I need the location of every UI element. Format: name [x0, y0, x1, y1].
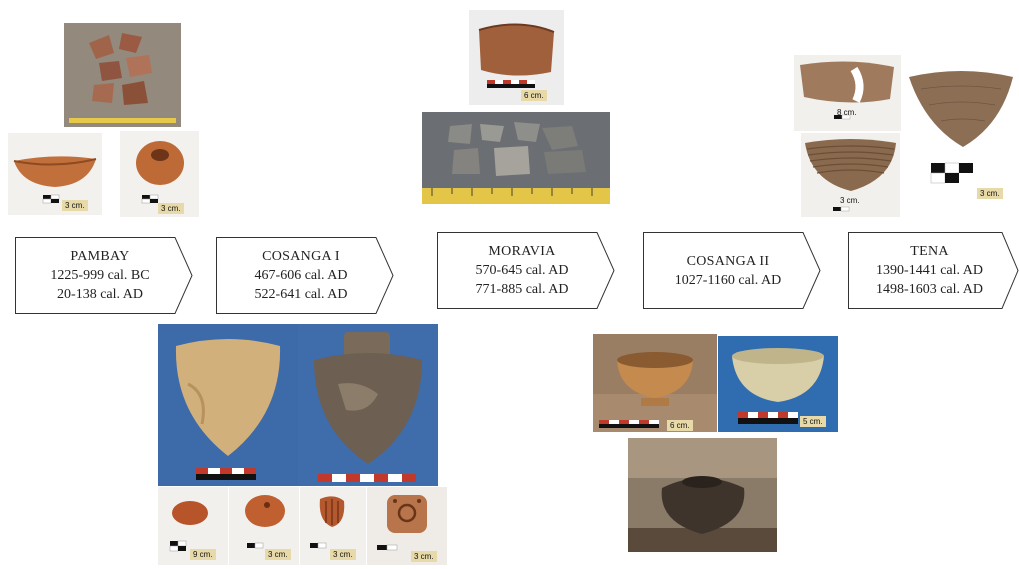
- scale-label: 3 cm.: [62, 200, 88, 211]
- phase-chevron-cosanga-i: COSANGA I 467-606 cal. AD 522-641 cal. A…: [216, 237, 394, 314]
- phase-name: COSANGA II: [687, 252, 770, 271]
- pambay-bowl-photo: 3 cm.: [8, 133, 102, 215]
- scale-label: 3 cm.: [265, 549, 291, 560]
- cosanga-ii-bowl-photo-1: 6 cm.: [593, 334, 717, 432]
- scale-label: 5 cm.: [800, 416, 826, 427]
- phase-name: MORAVIA: [488, 242, 555, 261]
- moravia-sherd-photo: 6 cm.: [469, 10, 564, 105]
- phase-name: PAMBAY: [70, 247, 129, 266]
- pambay-spindle-whorl-photo: 3 cm.: [120, 131, 199, 217]
- scale-label: 3 cm.: [330, 549, 356, 560]
- phase-date: 20-138 cal. AD: [57, 285, 143, 304]
- phase-date: 1027-1160 cal. AD: [675, 271, 781, 290]
- phase-date: 522-641 cal. AD: [255, 285, 348, 304]
- cosanga-i-sherd-photo-1: 9 cm.: [158, 487, 228, 565]
- tena-sherd-photo-1: 8 cm.: [794, 55, 901, 131]
- scale-label: 3 cm.: [977, 188, 1003, 199]
- pambay-sherds-photo: [64, 23, 181, 127]
- scale-label: 6 cm.: [667, 420, 693, 431]
- phase-chevron-tena: TENA 1390-1441 cal. AD 1498-1603 cal. AD: [848, 232, 1019, 309]
- scale-label: 3 cm.: [411, 551, 437, 562]
- phase-date: 570-645 cal. AD: [476, 261, 569, 280]
- phase-date: 1498-1603 cal. AD: [876, 280, 983, 299]
- cosanga-ii-buried-vessel-photo: [628, 438, 777, 552]
- scale-label: 3 cm.: [158, 203, 184, 214]
- cosanga-i-figurine-photo: 3 cm.: [367, 487, 447, 565]
- phase-date: 1390-1441 cal. AD: [876, 261, 983, 280]
- phase-chevron-moravia: MORAVIA 570-645 cal. AD 771-885 cal. AD: [437, 232, 615, 309]
- tena-sherd-photo-2: 3 cm.: [801, 133, 900, 217]
- phase-chevron-cosanga-ii: COSANGA II 1027-1160 cal. AD: [643, 232, 821, 309]
- scale-label: 3 cm.: [837, 195, 863, 206]
- phase-date: 771-885 cal. AD: [476, 280, 569, 299]
- phase-chevron-pambay: PAMBAY 1225-999 cal. BC 20-138 cal. AD: [15, 237, 193, 314]
- scale-label: 8 cm.: [834, 107, 860, 118]
- cosanga-ii-bowl-photo-2: 5 cm.: [718, 336, 838, 432]
- phase-name: COSANGA I: [262, 247, 340, 266]
- tena-sherd-photo-3: 3 cm.: [901, 55, 1019, 206]
- cosanga-i-sherd-photo-2: 3 cm.: [229, 487, 299, 565]
- phase-name: TENA: [910, 242, 949, 261]
- cosanga-i-sherd-photo-3: 3 cm.: [300, 487, 366, 565]
- cosanga-i-vessel-photo-1: [158, 324, 298, 486]
- scale-label: 9 cm.: [190, 549, 216, 560]
- phase-date: 467-606 cal. AD: [255, 266, 348, 285]
- cosanga-i-vessel-photo-2: [298, 324, 438, 486]
- scale-label: 6 cm.: [521, 90, 547, 101]
- phase-date: 1225-999 cal. BC: [50, 266, 149, 285]
- moravia-sherds-photo: [422, 112, 610, 204]
